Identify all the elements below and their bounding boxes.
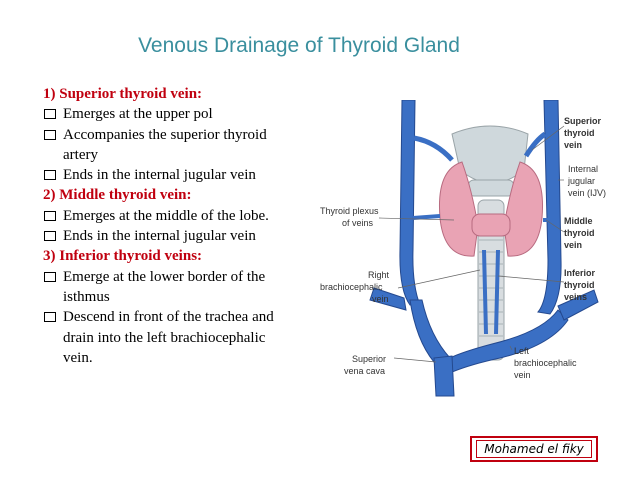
section-heading: 3) Inferior thyroid veins: [43,248,203,265]
content-list: 1) Superior thyroid vein: Emerges at the… [43,84,298,368]
label-superior-vena-cava: vena cava [344,366,385,376]
checkbox-bullet-icon [44,109,56,120]
label-middle-thyroid-vein: Middle [564,216,593,226]
label-superior-vena-cava: Superior [352,354,386,364]
thyroid-right-lobe [503,161,544,257]
label-inferior-thyroid-veins: thyroid [564,280,595,290]
label-right-brachiocephalic: brachiocephalic [320,282,383,292]
list-item: Emerge at the lower border of the isthmu… [43,267,298,308]
label-right-brachiocephalic: Right [368,270,390,280]
checkbox-bullet-icon [44,210,56,221]
list-item: Accompanies the superior thyroid artery [43,125,298,166]
label-middle-thyroid-vein: thyroid [564,228,595,238]
label-inferior-thyroid-veins: veins [564,292,587,302]
slide-title: Venous Drainage of Thyroid Gland [0,34,638,58]
thyroid-vein-diagram: Thyroid plexus of veins Right brachiocep… [320,100,606,397]
label-internal-jugular: Internal [568,164,598,174]
inferior-thyroid-veins [482,249,500,335]
list-item: Emerges at the upper pol [43,104,298,124]
right-middle-thyroid-vein [412,214,441,220]
list-item: Descend in front of the trachea and drai… [43,307,298,368]
label-internal-jugular: vein (IJV) [568,188,606,198]
label-thyroid-plexus: Thyroid plexus [320,206,379,216]
thyroid-isthmus [471,213,511,237]
list-item: Ends in the internal jugular vein [43,226,298,246]
label-internal-jugular: jugular [567,176,595,186]
label-thyroid-plexus: of veins [342,218,374,228]
cricoid-cartilage [467,179,515,197]
label-left-brachiocephalic: vein [514,370,531,380]
label-left-brachiocephalic: Left [514,346,530,356]
leader-lines [378,125,565,363]
right-superior-thyroid-vein [413,135,454,162]
left-subclavian-stub [557,289,599,321]
label-right-brachiocephalic: vein [372,294,389,304]
label-middle-thyroid-vein: vein [564,240,582,250]
author-name: Mohamed el fiky [476,440,592,458]
left-superior-thyroid-vein [523,131,547,158]
label-left-brachiocephalic: brachiocephalic [514,358,577,368]
checkbox-bullet-icon [44,170,56,181]
checkbox-bullet-icon [44,129,56,140]
list-item: Emerges at the middle of the lobe. [43,206,298,226]
checkbox-bullet-icon [44,231,56,242]
label-inferior-thyroid-veins: Inferior [564,268,596,278]
author-stamp: Mohamed el fiky [470,436,598,462]
left-internal-jugular-vein [537,100,562,315]
right-subclavian-stub [369,287,407,311]
label-superior-thyroid-vein: thyroid [564,128,595,138]
superior-vena-cava [433,355,455,397]
checkbox-bullet-icon [44,271,56,282]
label-superior-thyroid-vein: Superior [564,116,602,126]
list-item: Ends in the internal jugular vein [43,165,298,185]
right-brachiocephalic-vein [409,299,451,363]
checkbox-bullet-icon [44,312,56,323]
label-superior-thyroid-vein: vein [564,140,582,150]
section-heading: 2) Middle thyroid vein: [43,187,192,204]
section-heading: 1) Superior thyroid vein: [43,86,203,102]
right-internal-jugular-vein [399,100,421,306]
slide-title-text: Venous Drainage of Thyroid Gland [138,34,460,57]
thyroid-left-lobe [438,161,479,257]
